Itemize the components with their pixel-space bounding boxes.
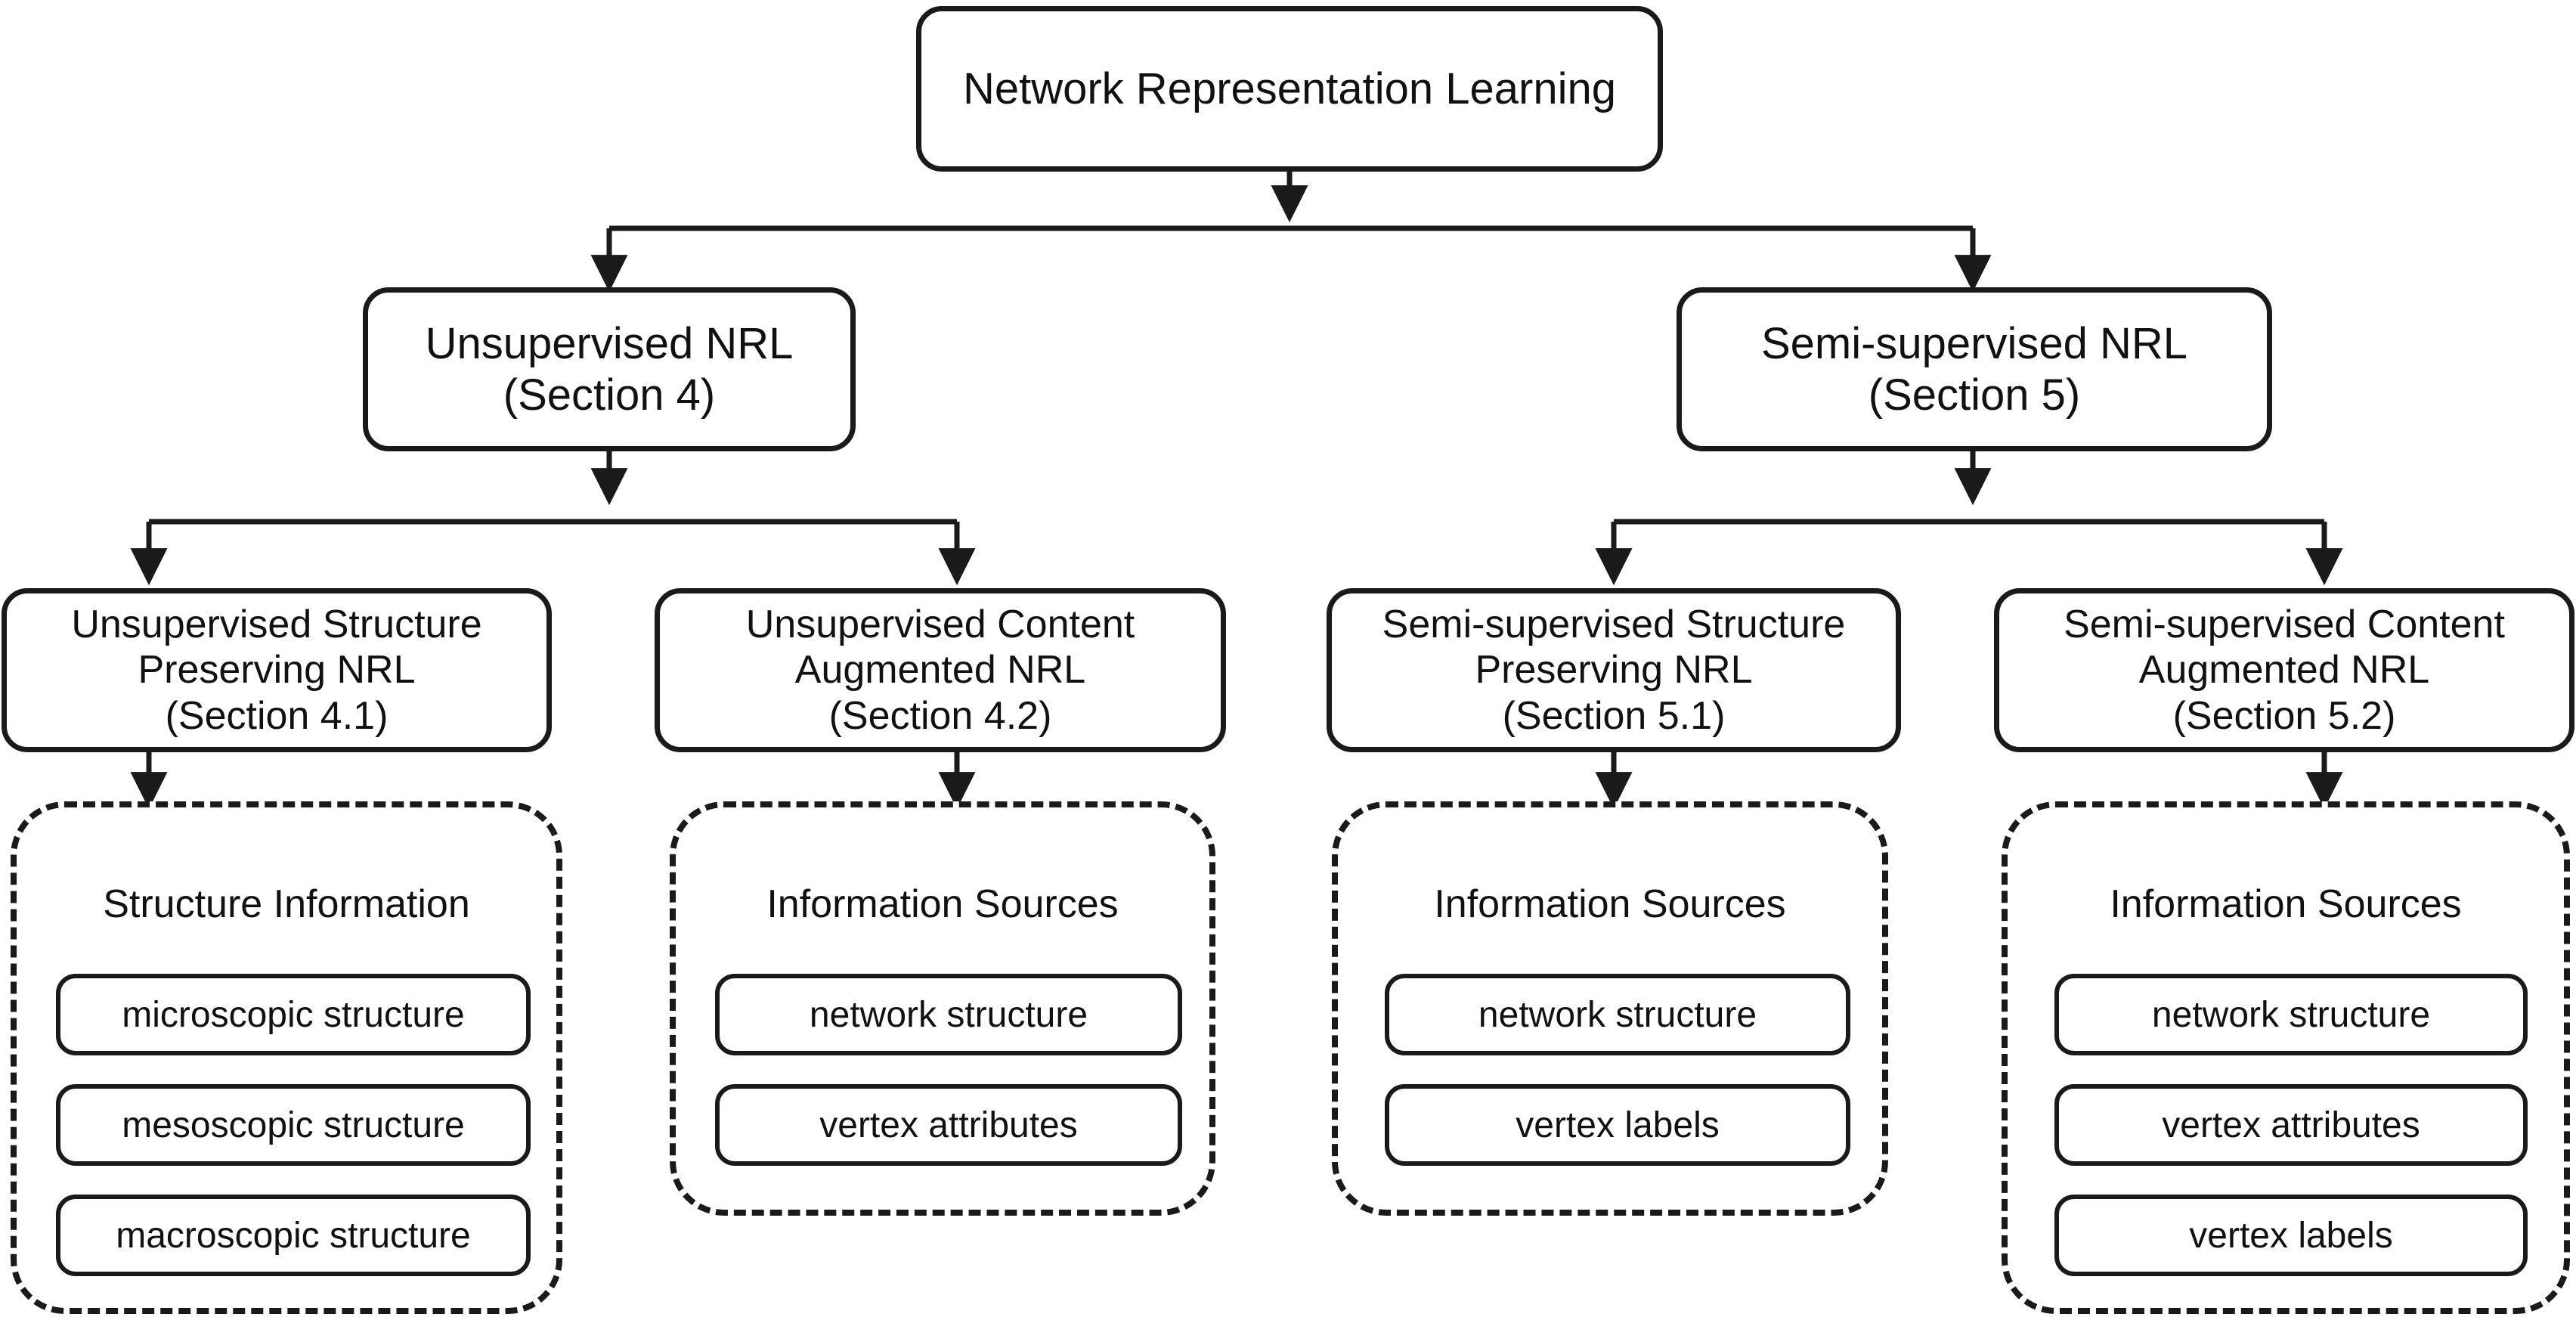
- pill-item[interactable]: network structure: [715, 974, 1182, 1055]
- group-title: Information Sources: [2110, 882, 2462, 926]
- pill-item[interactable]: vertex labels: [2054, 1195, 2528, 1276]
- node-network-representation-learning[interactable]: Network Representation Learning: [916, 6, 1663, 172]
- node-unsupervised-content-augmented-nrl[interactable]: Unsupervised Content Augmented NRL (Sect…: [655, 588, 1226, 752]
- node-unsupervised-nrl[interactable]: Unsupervised NRL (Section 4): [363, 287, 856, 451]
- group-title: Information Sources: [766, 882, 1119, 926]
- node-label: Semi-supervised Content Augmented NRL (S…: [2064, 603, 2505, 738]
- node-label: Unsupervised NRL (Section 4): [425, 319, 794, 420]
- node-semi-supervised-nrl[interactable]: Semi-supervised NRL (Section 5): [1677, 287, 2272, 451]
- pill-item[interactable]: vertex attributes: [2054, 1084, 2528, 1166]
- group-title: Information Sources: [1434, 882, 1786, 926]
- node-label: Semi-supervised Structure Preserving NRL…: [1382, 603, 1846, 738]
- pill-item[interactable]: macroscopic structure: [56, 1195, 531, 1276]
- node-semi-supervised-content-augmented-nrl[interactable]: Semi-supervised Content Augmented NRL (S…: [1994, 588, 2574, 752]
- pill-item[interactable]: mesoscopic structure: [56, 1084, 531, 1166]
- group-information-sources-semi-supervised-content: Information Sources network structure ve…: [2002, 801, 2570, 1314]
- node-unsupervised-structure-preserving-nrl[interactable]: Unsupervised Structure Preserving NRL (S…: [2, 588, 552, 752]
- group-structure-information: Structure Information microscopic struct…: [11, 801, 562, 1314]
- group-title: Structure Information: [103, 882, 470, 926]
- node-label: Unsupervised Structure Preserving NRL (S…: [71, 603, 482, 738]
- node-label: Semi-supervised NRL (Section 5): [1760, 319, 2188, 420]
- pill-item[interactable]: microscopic structure: [56, 974, 531, 1055]
- group-information-sources-unsupervised-content: Information Sources network structure ve…: [670, 801, 1215, 1216]
- pill-item[interactable]: network structure: [2054, 974, 2528, 1055]
- node-label: Unsupervised Content Augmented NRL (Sect…: [745, 603, 1135, 738]
- pill-item[interactable]: vertex labels: [1385, 1084, 1850, 1166]
- node-label: Network Representation Learning: [962, 64, 1617, 113]
- pill-item[interactable]: network structure: [1385, 974, 1850, 1055]
- group-information-sources-semi-supervised-structure: Information Sources network structure ve…: [1332, 801, 1888, 1216]
- node-semi-supervised-structure-preserving-nrl[interactable]: Semi-supervised Structure Preserving NRL…: [1327, 588, 1901, 752]
- pill-item[interactable]: vertex attributes: [715, 1084, 1182, 1166]
